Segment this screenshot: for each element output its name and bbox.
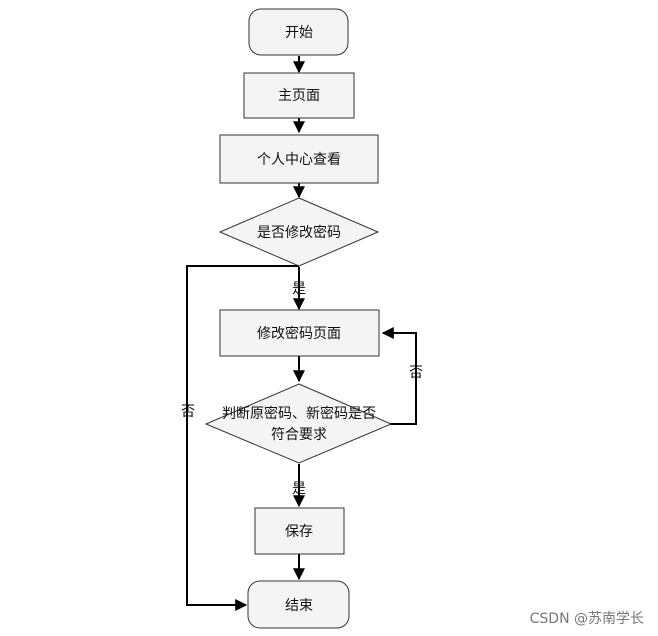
change-password-decision-label: 是否修改密码 <box>257 224 341 241</box>
edge-check-no-loop <box>381 327 417 425</box>
start-label: 开始 <box>285 25 313 41</box>
end-label: 结束 <box>285 598 313 614</box>
decision2-no-label: 否 <box>409 365 423 381</box>
password-check-label-line1: 判断原密码、新密码是否 <box>222 405 376 422</box>
edge-decision-no-bypass <box>186 265 299 611</box>
change-password-page-label: 修改密码页面 <box>257 325 341 342</box>
personal-center-label: 个人中心查看 <box>257 152 341 168</box>
password-check-label-line2: 符合要求 <box>271 427 327 443</box>
decision2-yes-label: 是 <box>292 481 306 497</box>
start-terminal <box>248 8 349 56</box>
save-process <box>254 507 345 555</box>
save-label: 保存 <box>285 524 313 540</box>
watermark-text: CSDN @苏南学长 <box>529 611 644 627</box>
end-terminal <box>247 580 350 629</box>
decision1-yes-label: 是 <box>292 281 306 297</box>
change-password-page-process <box>219 309 380 357</box>
decision1-no-label: 否 <box>181 404 195 420</box>
personal-center-process <box>219 134 379 184</box>
main-page-process <box>243 72 355 119</box>
change-password-decision <box>218 197 380 267</box>
password-check-decision <box>204 383 393 464</box>
main-page-label: 主页面 <box>278 88 320 104</box>
